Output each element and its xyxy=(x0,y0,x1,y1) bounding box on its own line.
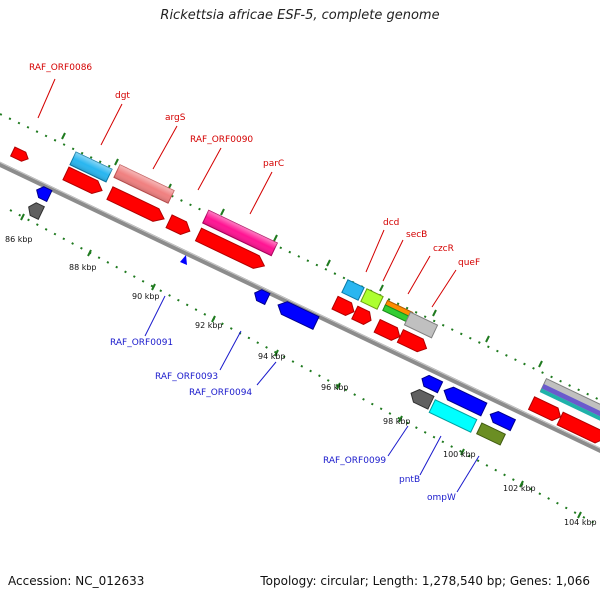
scale-label: 100 kbp xyxy=(443,450,476,459)
gene-dcd-red[interactable] xyxy=(331,295,357,318)
gene-raf-orf0093[interactable] xyxy=(252,288,271,306)
gene-raf-orf0094[interactable] xyxy=(275,299,320,331)
gene-ompw[interactable] xyxy=(476,422,506,446)
gene-grey-small[interactable] xyxy=(26,201,45,220)
major-ticks-outer xyxy=(61,132,543,368)
scale-label: 86 kbp xyxy=(5,235,33,244)
gene-secb[interactable] xyxy=(360,288,384,310)
gene-label-dgt: dgt xyxy=(115,91,130,101)
gene-label-secb: secB xyxy=(406,230,427,240)
gene-label-raf-orf0094: RAF_ORF0094 xyxy=(189,388,252,398)
gene-raf-orf0090[interactable] xyxy=(165,214,193,238)
gene-parc-red[interactable] xyxy=(194,227,267,272)
gene-label-parc: parC xyxy=(263,159,284,169)
gene-args-red[interactable] xyxy=(106,186,167,225)
reverse-callouts xyxy=(144,295,480,493)
scale-label: 90 kbp xyxy=(132,292,160,301)
gene-dgt-red[interactable] xyxy=(62,166,105,197)
reverse-genes xyxy=(26,185,517,446)
gene-label-quef: queF xyxy=(458,258,480,268)
gene-right-red-2[interactable] xyxy=(556,411,600,445)
gene-label-raf-orf0090: RAF_ORF0090 xyxy=(190,135,253,145)
gene-blue-100[interactable] xyxy=(488,409,517,432)
gene-label-dcd: dcd xyxy=(383,218,399,228)
scale-label: 96 kbp xyxy=(321,383,349,392)
gene-label-ompw: ompW xyxy=(427,493,456,503)
gene-czcr-red[interactable] xyxy=(373,318,403,343)
gene-label-raf-orf0091: RAF_ORF0091 xyxy=(110,338,173,348)
forward-genes xyxy=(9,146,600,445)
gene-blue-98[interactable] xyxy=(419,373,444,394)
gene-quef-red[interactable] xyxy=(396,328,429,355)
gene-label-czcr: czcR xyxy=(433,244,454,254)
scale-label: 104 kbp xyxy=(564,518,597,527)
inner-dotted-ring xyxy=(9,209,600,527)
forward-callouts xyxy=(37,78,457,308)
gene-label-args: argS xyxy=(165,113,186,123)
scale-label: 92 kbp xyxy=(195,321,223,330)
scale-label: 102 kbp xyxy=(503,484,536,493)
scale-label: 94 kbp xyxy=(258,352,286,361)
gene-pntb[interactable] xyxy=(428,399,478,433)
gene-label-raf-orf0099: RAF_ORF0099 xyxy=(323,456,386,466)
gene-dcd[interactable] xyxy=(341,279,365,301)
major-ticks-inner xyxy=(20,213,582,519)
gene-blue-small[interactable] xyxy=(34,185,53,203)
scale-label: 88 kbp xyxy=(69,263,97,272)
map-title: Rickettsia africae ESF-5, complete genom… xyxy=(160,8,440,23)
gene-label-raf-orf0086: RAF_ORF0086 xyxy=(29,63,92,73)
scale-label: 98 kbp xyxy=(383,417,411,426)
outer-dotted-ring xyxy=(0,113,600,401)
accession-text: Accession: NC_012633 xyxy=(8,574,145,588)
gene-label-pntb: pntB xyxy=(399,475,420,485)
gene-right-red-1[interactable] xyxy=(527,396,564,423)
gene-blue-98b[interactable] xyxy=(441,384,488,417)
genome-stats-text: Topology: circular; Length: 1,278,540 bp… xyxy=(260,574,590,588)
genome-backbone-highlight xyxy=(0,161,600,449)
gene-raf-orf0086[interactable] xyxy=(9,146,31,163)
gene-raf-orf0099[interactable] xyxy=(408,387,435,410)
gene-secb-red[interactable] xyxy=(351,305,374,326)
gene-raf-orf0091[interactable] xyxy=(180,255,187,265)
gene-quef[interactable] xyxy=(403,311,439,339)
gene-label-raf-orf0093: RAF_ORF0093 xyxy=(155,372,218,382)
